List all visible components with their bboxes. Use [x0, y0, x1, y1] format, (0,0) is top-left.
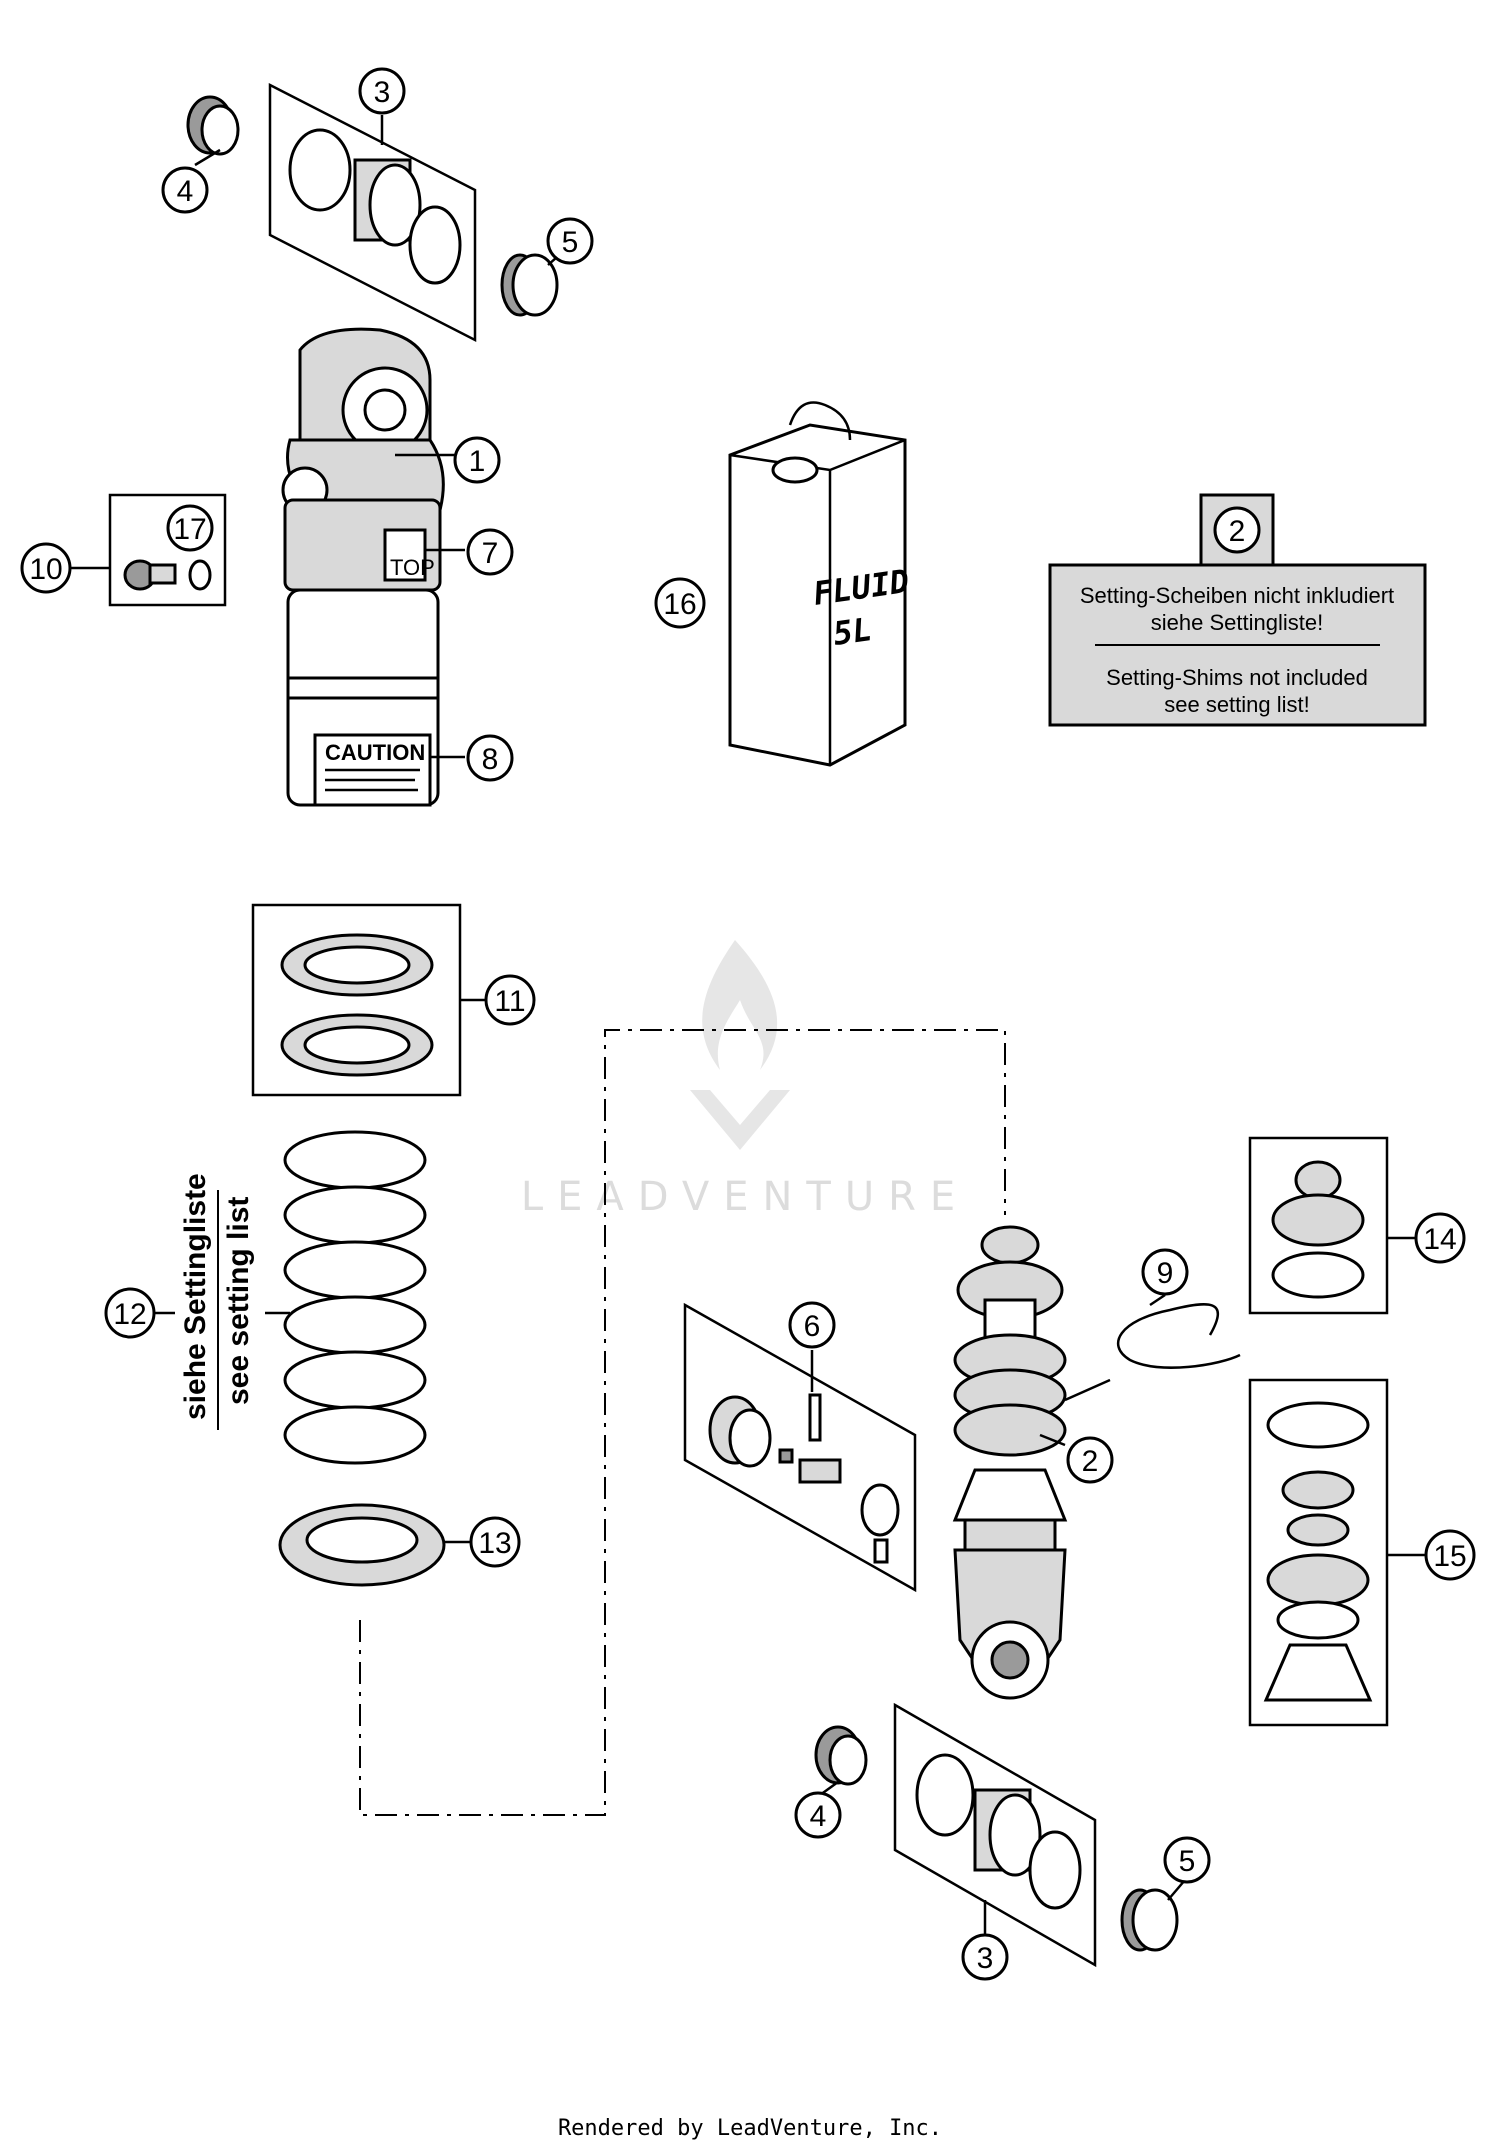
damper-assembly	[952, 1225, 1111, 1700]
note-de-line1: Setting-Scheiben nicht inkludiert	[1080, 583, 1394, 608]
svg-text:2: 2	[1229, 515, 1246, 548]
caution-sticker-text: CAUTION	[325, 740, 425, 765]
part-10-17-group	[70, 493, 227, 607]
callout-4-top[interactable]: 4	[161, 166, 209, 214]
callout-10[interactable]: 10	[20, 542, 72, 594]
svg-text:16: 16	[663, 588, 696, 621]
svg-text:10: 10	[29, 553, 62, 586]
watermark-flame-icon	[702, 940, 778, 1070]
callout-17[interactable]: 17	[166, 504, 214, 552]
part-10-box	[108, 493, 227, 607]
part-14-box	[1248, 1136, 1389, 1315]
part-15-group	[1248, 1378, 1425, 1727]
shock-absorber-body: TOP CAUTION	[281, 327, 465, 807]
seal-ring	[408, 205, 462, 285]
spring: siehe Settingliste see setting list	[155, 1130, 427, 1465]
watermark-text: LEADVENTURE	[521, 1174, 969, 1220]
callout-7[interactable]: 7	[466, 528, 514, 576]
seal-ring	[368, 163, 422, 247]
part-13-retainer	[278, 1503, 470, 1587]
part-6-box	[683, 1302, 917, 1593]
part-6-group	[683, 1302, 917, 1593]
spring-label-en: see setting list	[222, 1197, 255, 1405]
callout-4-bottom[interactable]: 4	[794, 1791, 842, 1839]
part-14-group	[1248, 1136, 1415, 1315]
part-4-top	[186, 95, 240, 167]
svg-text:5: 5	[1179, 1845, 1196, 1878]
part-3-top-group	[268, 82, 477, 343]
watermark: LEADVENTURE	[521, 940, 969, 1220]
callout-12[interactable]: 12	[104, 1287, 156, 1339]
svg-text:11: 11	[494, 985, 525, 1018]
part-3-bottom-box	[893, 1702, 1097, 1968]
part-3-bottom-group	[893, 1702, 1097, 1968]
svg-text:8: 8	[482, 743, 499, 776]
svg-text:14: 14	[1423, 1223, 1456, 1256]
callout-5-top[interactable]: 5	[546, 217, 594, 265]
note-en-line2: see setting list!	[1164, 692, 1310, 717]
callout-2-note[interactable]: 2	[1213, 506, 1261, 554]
svg-text:15: 15	[1433, 1540, 1466, 1573]
callout-9[interactable]: 9	[1141, 1248, 1189, 1296]
part-5-top	[500, 249, 566, 317]
part-3-top-box	[268, 82, 477, 343]
callout-5-bottom[interactable]: 5	[1163, 1836, 1211, 1884]
svg-text:6: 6	[804, 1310, 821, 1343]
part-15-box	[1248, 1378, 1389, 1727]
part-4-bottom	[814, 1725, 868, 1797]
fluid-can: FLUID 5L	[728, 401, 912, 767]
callout-15[interactable]: 15	[1424, 1529, 1476, 1581]
part-5-bottom	[1120, 1879, 1186, 1952]
seal-ring	[288, 128, 352, 212]
svg-text:7: 7	[482, 537, 499, 570]
svg-text:17: 17	[173, 513, 206, 546]
callout-1[interactable]: 1	[453, 436, 501, 484]
top-sticker	[383, 528, 427, 582]
part-11-group	[251, 903, 485, 1097]
svg-text:13: 13	[478, 1527, 511, 1560]
top-sticker-text: TOP	[390, 555, 435, 580]
svg-text:4: 4	[810, 1800, 827, 1833]
footer-credit: Rendered by LeadVenture, Inc.	[558, 2116, 942, 2141]
callout-13[interactable]: 13	[469, 1516, 521, 1568]
callout-6[interactable]: 6	[788, 1301, 836, 1349]
spring-label-de: siehe Settingliste	[179, 1173, 212, 1420]
callout-14[interactable]: 14	[1414, 1212, 1466, 1264]
assembly-connector-line	[359, 1029, 1006, 1816]
callout-16[interactable]: 16	[654, 577, 706, 629]
svg-text:2: 2	[1082, 1445, 1099, 1478]
svg-text:12: 12	[113, 1298, 146, 1331]
svg-text:4: 4	[177, 175, 194, 208]
svg-text:3: 3	[977, 1942, 994, 1975]
note-en-line1: Setting-Shims not included	[1106, 665, 1368, 690]
callout-2-damper[interactable]: 2	[1066, 1436, 1114, 1484]
part-9-snap-ring	[1117, 1293, 1241, 1369]
watermark-v-icon	[690, 1090, 790, 1150]
svg-text:9: 9	[1157, 1257, 1174, 1290]
callout-8[interactable]: 8	[466, 734, 514, 782]
svg-text:3: 3	[374, 76, 391, 109]
callout-11[interactable]: 11	[484, 974, 536, 1026]
svg-text:5: 5	[562, 226, 579, 259]
callout-3-top[interactable]: 3	[358, 67, 406, 115]
svg-text:1: 1	[469, 445, 486, 478]
note-de-line2: siehe Settingliste!	[1151, 610, 1323, 635]
can-label-line2: 5L	[831, 610, 874, 653]
callout-3-bottom[interactable]: 3	[961, 1933, 1009, 1981]
